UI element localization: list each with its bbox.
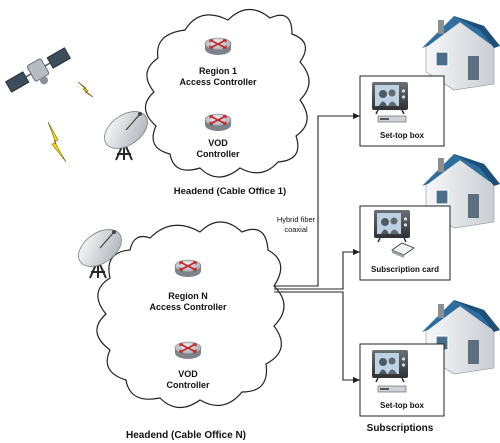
link-label-2: coaxial xyxy=(284,225,308,234)
vod1-label-2: Controller xyxy=(196,149,239,159)
subscriber-device-label: Set-top box xyxy=(380,131,425,140)
region1-router-label: Region 1 xyxy=(199,66,237,76)
link-label: Hybrid fiber xyxy=(277,215,316,224)
tv-icon xyxy=(371,349,409,383)
vodN-label-2: Controller xyxy=(166,380,209,390)
set-top-box-icon xyxy=(377,115,407,123)
headend-1-caption: Headend (Cable Office 1) xyxy=(174,186,286,197)
router-icon xyxy=(204,113,232,132)
router-icon xyxy=(174,341,202,360)
subscriber-device-label: Subscription card xyxy=(371,265,439,274)
subscription-card-icon xyxy=(391,242,415,258)
downlink-signal-icon xyxy=(47,121,67,163)
subscriber-device-label: Set-top box xyxy=(380,401,425,410)
headend-1-cloud xyxy=(144,8,310,178)
region1-router-label-2: Access Controller xyxy=(179,77,257,87)
regionN-router-label-2: Access Controller xyxy=(149,302,227,312)
router-icon xyxy=(174,259,202,278)
uplink-signal-icon xyxy=(77,81,94,98)
router-icon xyxy=(204,37,232,56)
regionN-router-label: Region N xyxy=(168,291,208,301)
satellite-icon xyxy=(5,47,71,93)
tv-icon xyxy=(373,209,411,243)
hybrid-fiber-coaxial-links xyxy=(274,112,360,384)
vodN-label: VOD xyxy=(178,369,198,379)
headend-n-cloud xyxy=(96,221,285,409)
headend-n-caption: Headend (Cable Office N) xyxy=(126,430,246,441)
subscriptions-caption: Subscriptions xyxy=(367,423,434,434)
tv-icon xyxy=(371,81,409,115)
set-top-box-icon xyxy=(377,385,407,393)
vod1-label: VOD xyxy=(208,138,228,148)
